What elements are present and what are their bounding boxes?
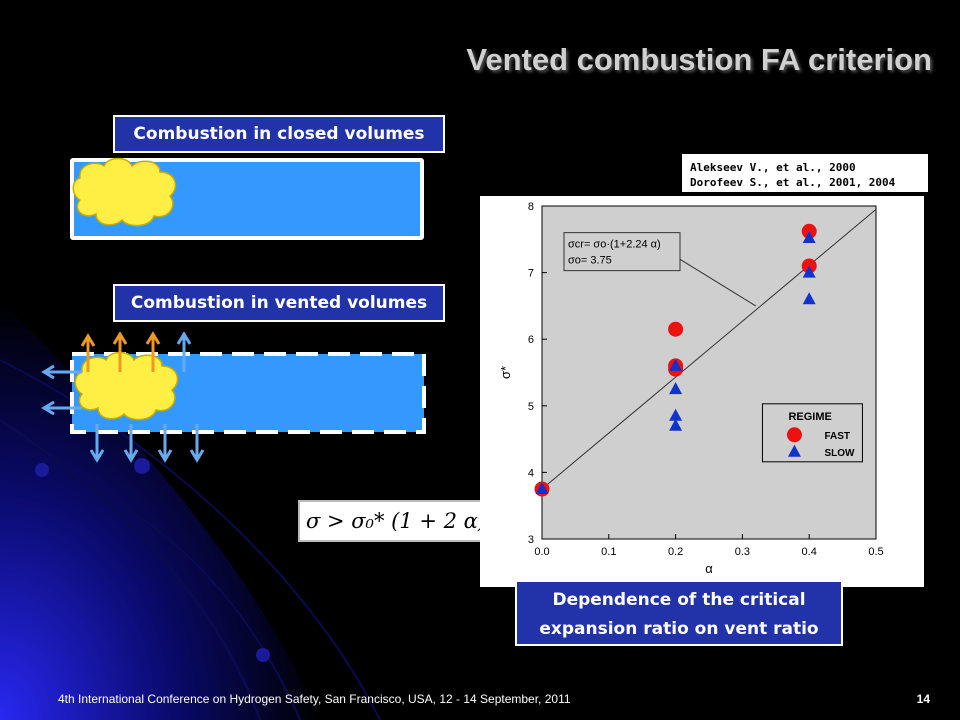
y-tick-label: 4 [528,467,534,479]
x-axis-label: α [705,561,713,576]
scatter-chart: 0.0 0.1 0.2 0.3 0.4 0.5 3 4 5 6 7 8 α σ* σcr= σo·(1+2.… [498,201,884,576]
reference-1: Alekseev V., et al., 2000 [690,161,856,174]
annotation-leader [679,258,757,307]
x-tick-label: 0.0 [534,546,549,558]
footer-text: 4th International Conference on Hydrogen… [58,692,571,706]
data-point-slow [535,482,549,495]
fit-line [541,208,877,490]
y-tick-label: 5 [528,401,534,413]
x-tick-label: 0.1 [601,546,616,558]
data-point-slow [669,382,683,395]
page-number: 14 [916,692,930,706]
legend-box [761,403,863,463]
chart-caption: Dependence of the critical expansion rat… [515,580,843,646]
legend-label-fast: FAST [824,431,850,442]
data-point-fast [668,321,684,337]
annotation-box [563,232,681,272]
left-arrows [41,364,82,416]
legend-title: REGIME [788,411,831,423]
chart-panel: 0.0 0.1 0.2 0.3 0.4 0.5 3 4 5 6 7 8 α σ* σcr= σo·(1+2.… [480,196,924,587]
y-tick-label: 6 [528,334,534,346]
down-arrows [89,424,205,463]
data-point-slow [802,230,816,243]
caption-line-1: Dependence of the critical [552,590,806,610]
y-tick-label: 8 [528,201,534,213]
annotation-line-2: σo= 3.75 [568,255,612,267]
legend-label-slow: SLOW [824,448,855,459]
vented-volumes-label: Combustion in vented volumes [113,284,445,322]
flame-icon-closed [72,157,177,227]
data-point-slow [669,418,683,431]
x-tick-label: 0.2 [668,546,683,558]
slide-title: Vented combustion FA criterion [466,42,932,77]
caption-line-2: expansion ratio on vent ratio [539,619,819,639]
closed-volumes-label: Combustion in closed volumes [113,115,445,153]
y-axis-label: σ* [498,366,513,379]
x-tick-label: 0.5 [868,546,883,558]
x-tick-label: 0.4 [802,546,817,558]
data-point-slow [669,358,683,371]
y-tick-label: 7 [528,268,534,280]
references-box: Alekseev V., et al., 2000 Dorofeev S., e… [680,152,930,194]
data-point-slow [802,292,816,305]
legend-marker-slow [787,444,801,457]
flame-icon-vented [74,351,179,421]
data-point-slow [802,265,816,278]
annotation-line-1: σcr= σo·(1+2.24 α) [568,239,661,251]
x-tick-label: 0.3 [735,546,750,558]
legend-marker-fast [786,427,802,443]
y-tick-label: 3 [528,534,534,546]
reference-2: Dorofeev S., et al., 2001, 2004 [690,176,896,189]
up-arrows [80,331,192,372]
criterion-formula: σ > σ₀* (1 + 2 α) [298,500,494,542]
data-point-slow [669,408,683,421]
